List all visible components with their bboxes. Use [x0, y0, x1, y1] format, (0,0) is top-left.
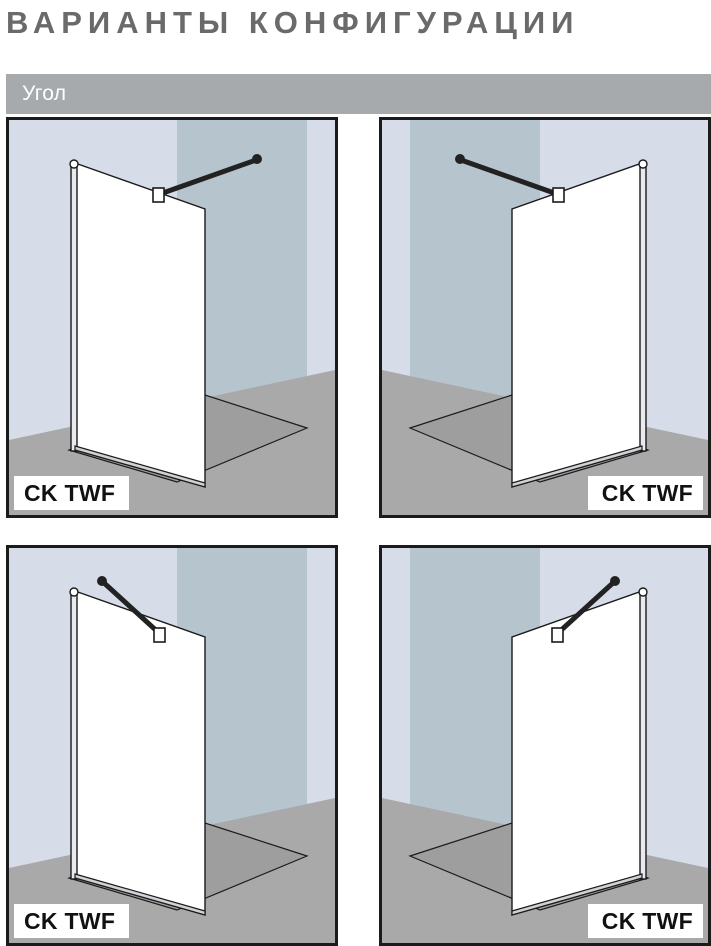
glass-panel — [74, 590, 206, 916]
base-rail — [511, 873, 643, 916]
section-band-corner: Угол — [6, 74, 711, 114]
glass-panel — [511, 162, 643, 488]
shower-diagram-4 — [382, 548, 708, 943]
bar-glass-clamp — [551, 627, 564, 643]
bar-glass-clamp — [153, 627, 166, 643]
section-band-label: Угол — [22, 82, 67, 105]
shower-diagram-1 — [9, 120, 335, 515]
panel-label-4: CK TWF — [587, 904, 703, 938]
bar-wall-anchor — [610, 576, 620, 586]
wall-profile — [70, 592, 78, 880]
glass-panel — [511, 590, 643, 916]
bar-glass-clamp — [152, 187, 165, 203]
configuration-panel-grid: CK TWF CK TWF — [6, 117, 711, 946]
stabiliser-bar — [555, 579, 617, 636]
configuration-panel-3[interactable]: CK TWF — [6, 545, 338, 946]
shower-diagram-2 — [382, 120, 708, 515]
wall-profile — [70, 164, 78, 452]
profile-cap-icon — [69, 159, 79, 169]
configuration-panel-4[interactable]: CK TWF — [379, 545, 711, 946]
stabiliser-bar — [458, 157, 560, 197]
base-rail — [74, 445, 206, 488]
panel-label-2: CK TWF — [587, 476, 703, 510]
glass-panel — [74, 162, 206, 488]
profile-cap-icon — [638, 587, 648, 597]
bar-glass-clamp — [552, 187, 565, 203]
bar-wall-anchor — [97, 576, 107, 586]
bar-wall-anchor — [252, 154, 262, 164]
configuration-panel-2[interactable]: CK TWF — [379, 117, 711, 518]
wall-profile — [639, 592, 647, 880]
profile-cap-icon — [69, 587, 79, 597]
wall-profile — [639, 164, 647, 452]
base-rail — [74, 873, 206, 916]
panel-label-1: CK TWF — [14, 476, 130, 510]
configuration-panel-1[interactable]: CK TWF — [6, 117, 338, 518]
stabiliser-bar — [100, 579, 162, 636]
base-rail — [511, 445, 643, 488]
panel-label-3: CK TWF — [14, 904, 130, 938]
stabiliser-bar — [157, 157, 259, 197]
profile-cap-icon — [638, 159, 648, 169]
bar-wall-anchor — [455, 154, 465, 164]
shower-diagram-3 — [9, 548, 335, 943]
page-title: ВАРИАНТЫ КОНФИГУРАЦИИ — [6, 5, 580, 40]
